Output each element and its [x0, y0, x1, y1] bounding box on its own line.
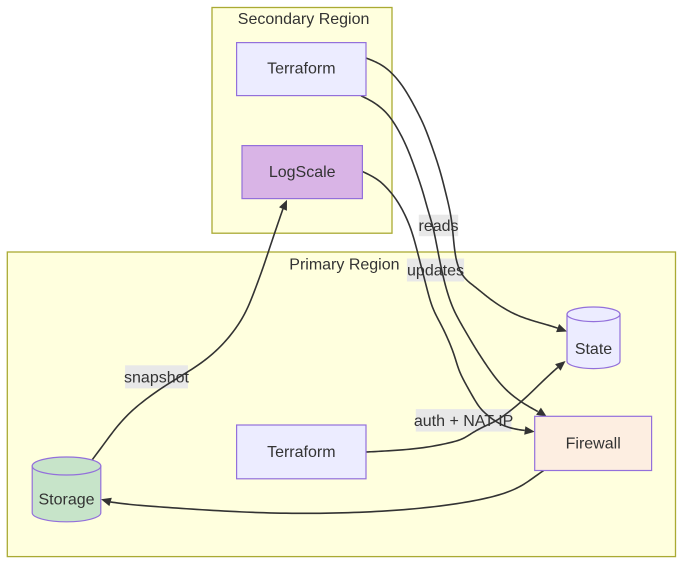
- svg-text:reads: reads: [418, 218, 458, 235]
- svg-text:Firewall: Firewall: [566, 436, 621, 453]
- svg-text:snapshot: snapshot: [124, 370, 189, 387]
- svg-text:Primary Region: Primary Region: [289, 257, 399, 274]
- svg-text:LogScale: LogScale: [269, 164, 336, 181]
- svg-text:auth + NAT IP: auth + NAT IP: [414, 413, 513, 430]
- svg-text:Terraform: Terraform: [267, 61, 335, 78]
- svg-text:Storage: Storage: [38, 492, 94, 509]
- svg-text:updates: updates: [407, 263, 464, 280]
- svg-text:Terraform: Terraform: [267, 444, 335, 461]
- svg-text:State: State: [575, 341, 612, 358]
- svg-text:Secondary Region: Secondary Region: [238, 11, 370, 28]
